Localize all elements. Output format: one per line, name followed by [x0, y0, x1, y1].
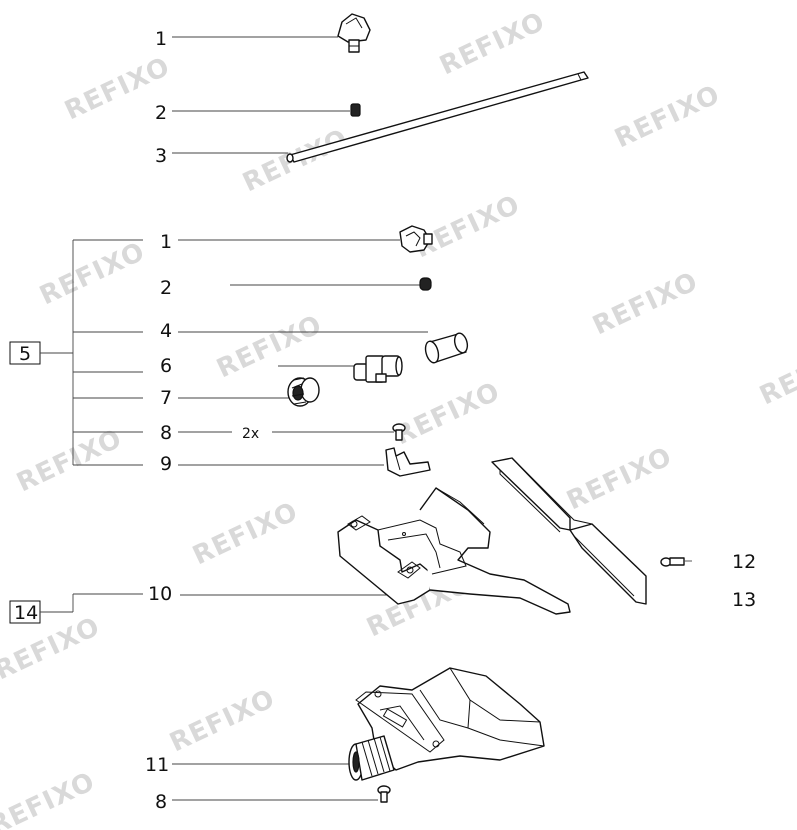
- label-bottom-8: 8: [155, 791, 167, 813]
- knurled-nut-part: [287, 377, 320, 407]
- watermark: REFIXO: [12, 424, 127, 499]
- label-asm-8: 8: [160, 422, 172, 444]
- label-asm-1: 1: [160, 231, 172, 253]
- watermark: REFIXO: [212, 310, 327, 385]
- label-asm-2: 2: [160, 277, 172, 299]
- assembly-group-14: 14 10: [9, 457, 756, 624]
- watermark: REFIXO: [435, 7, 550, 82]
- watermark: REFIXO: [588, 267, 703, 342]
- label-part-11: 11: [145, 754, 169, 776]
- watermark: REFIXO: [188, 497, 303, 572]
- base-plate-part: [337, 487, 571, 615]
- watermark: REFIXO: [410, 190, 525, 265]
- grub-screw-part-2: [419, 277, 432, 291]
- watermark: REFIXO: [390, 377, 505, 452]
- top-group: 1 2 3: [155, 13, 589, 167]
- small-screw-part: [660, 557, 692, 567]
- sleeve-part: [424, 332, 469, 364]
- watermark: REFIXO: [165, 684, 280, 759]
- knob-part-2: [399, 225, 433, 253]
- label-asm-6: 6: [160, 355, 172, 377]
- label-top-1: 1: [155, 28, 167, 50]
- screw-part-2: [377, 785, 391, 803]
- label-asm-9: 9: [160, 453, 172, 475]
- watermark: REFIXO: [562, 442, 677, 517]
- label-asm-4: 4: [160, 320, 172, 342]
- watermark: REFIXO: [0, 767, 100, 830]
- label-asm-7: 7: [160, 387, 172, 409]
- screw-part: [392, 423, 406, 441]
- rod-part: [286, 71, 589, 163]
- label-group-5: 5: [19, 343, 31, 365]
- label-part-12: 12: [732, 551, 756, 573]
- label-top-2: 2: [155, 102, 167, 124]
- threaded-bushing-part: [353, 355, 403, 383]
- label-part-10: 10: [148, 583, 172, 605]
- watermark: REFIXO: [35, 237, 150, 312]
- grub-screw-part: [350, 103, 361, 117]
- label-part-13: 13: [732, 589, 756, 611]
- label-top-3: 3: [155, 145, 167, 167]
- watermark: REFIXO: [610, 80, 725, 155]
- clamp-bracket-part: [385, 447, 431, 477]
- label-group-14: 14: [14, 602, 38, 624]
- bottom-group: 11 8: [145, 667, 545, 813]
- label-asm-8-qty: 2x: [242, 426, 259, 442]
- watermark: REFIXO: [755, 337, 797, 412]
- guide-rail-part: [491, 457, 647, 605]
- assembly-group-5: 5 1 2 4 6: [9, 225, 469, 477]
- extraction-adapter-part: [348, 667, 545, 781]
- knob-part: [337, 13, 371, 53]
